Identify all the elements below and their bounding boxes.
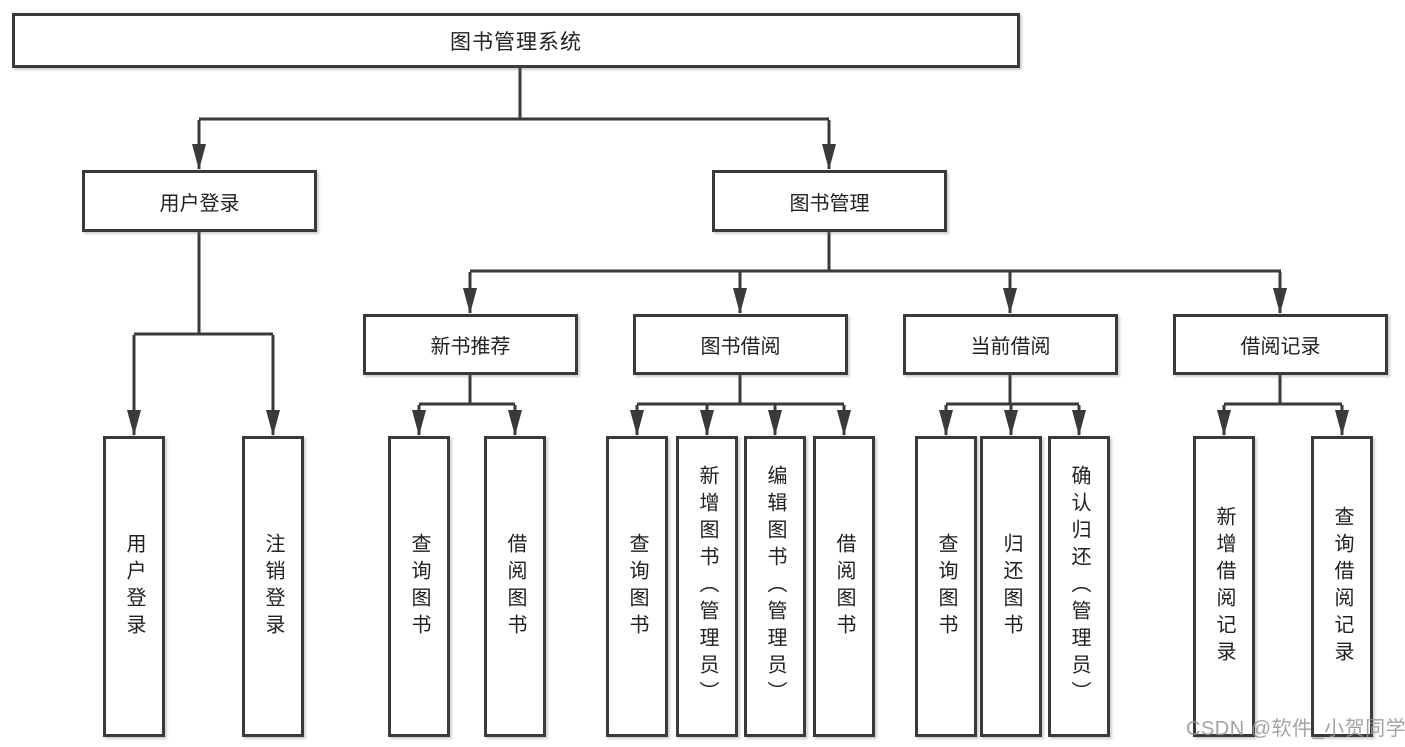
leaf-confirm-return-admin: 确认归还（管理员） (1048, 436, 1110, 737)
node-book-borrow: 图书借阅 (633, 314, 848, 375)
node-label: 归还图书 (1000, 532, 1022, 641)
leaf-borrow-books: 借阅图书 (813, 436, 875, 737)
node-label: 用户登录 (159, 192, 240, 215)
node-current-borrow: 当前借阅 (903, 314, 1118, 375)
node-label: 新增借阅记录 (1213, 505, 1235, 668)
node-label: 注销登录 (262, 532, 284, 641)
node-label: 查询图书 (626, 532, 648, 641)
node-label: 借阅图书 (833, 532, 855, 641)
leaf-add-borrow-record: 新增借阅记录 (1193, 436, 1255, 737)
node-label: 查询图书 (935, 532, 957, 641)
node-label: 查询借阅记录 (1331, 505, 1353, 668)
node-label: 新书推荐 (430, 336, 511, 358)
leaf-return-books: 归还图书 (980, 436, 1042, 737)
node-label: 借阅记录 (1240, 336, 1321, 358)
leaf-user-login: 用户登录 (103, 436, 165, 737)
leaf-edit-books-admin: 编辑图书（管理员） (744, 436, 806, 737)
node-user-login: 用户登录 (82, 170, 317, 232)
node-label: 图书管理 (789, 192, 870, 215)
leaf-recommend-borrow-books: 借阅图书 (484, 436, 546, 737)
leaf-logout: 注销登录 (242, 436, 304, 737)
leaf-recommend-query-books: 查询图书 (388, 436, 450, 737)
node-label: 用户登录 (123, 532, 145, 641)
leaf-add-books-admin: 新增图书（管理员） (676, 436, 738, 737)
node-label: 图书借阅 (700, 336, 781, 358)
node-label: 新增图书（管理员） (696, 465, 718, 708)
node-label: 编辑图书（管理员） (764, 465, 786, 708)
node-new-book-recommend: 新书推荐 (363, 314, 578, 375)
node-library-management-system: 图书管理系统 (12, 13, 1020, 68)
node-label: 查询图书 (408, 532, 430, 641)
leaf-current-query-books: 查询图书 (915, 436, 977, 737)
node-label: 图书管理系统 (450, 30, 582, 54)
csdn-watermark: CSDN @软件_小贺同学 (1186, 718, 1405, 740)
node-borrow-records: 借阅记录 (1173, 314, 1388, 375)
leaf-borrow-query-books: 查询图书 (606, 436, 668, 737)
node-book-management: 图书管理 (712, 170, 947, 232)
node-label: 确认归还（管理员） (1068, 465, 1090, 708)
leaf-query-borrow-record: 查询借阅记录 (1311, 436, 1373, 737)
node-label: 当前借阅 (970, 336, 1051, 358)
node-label: 借阅图书 (504, 532, 526, 641)
